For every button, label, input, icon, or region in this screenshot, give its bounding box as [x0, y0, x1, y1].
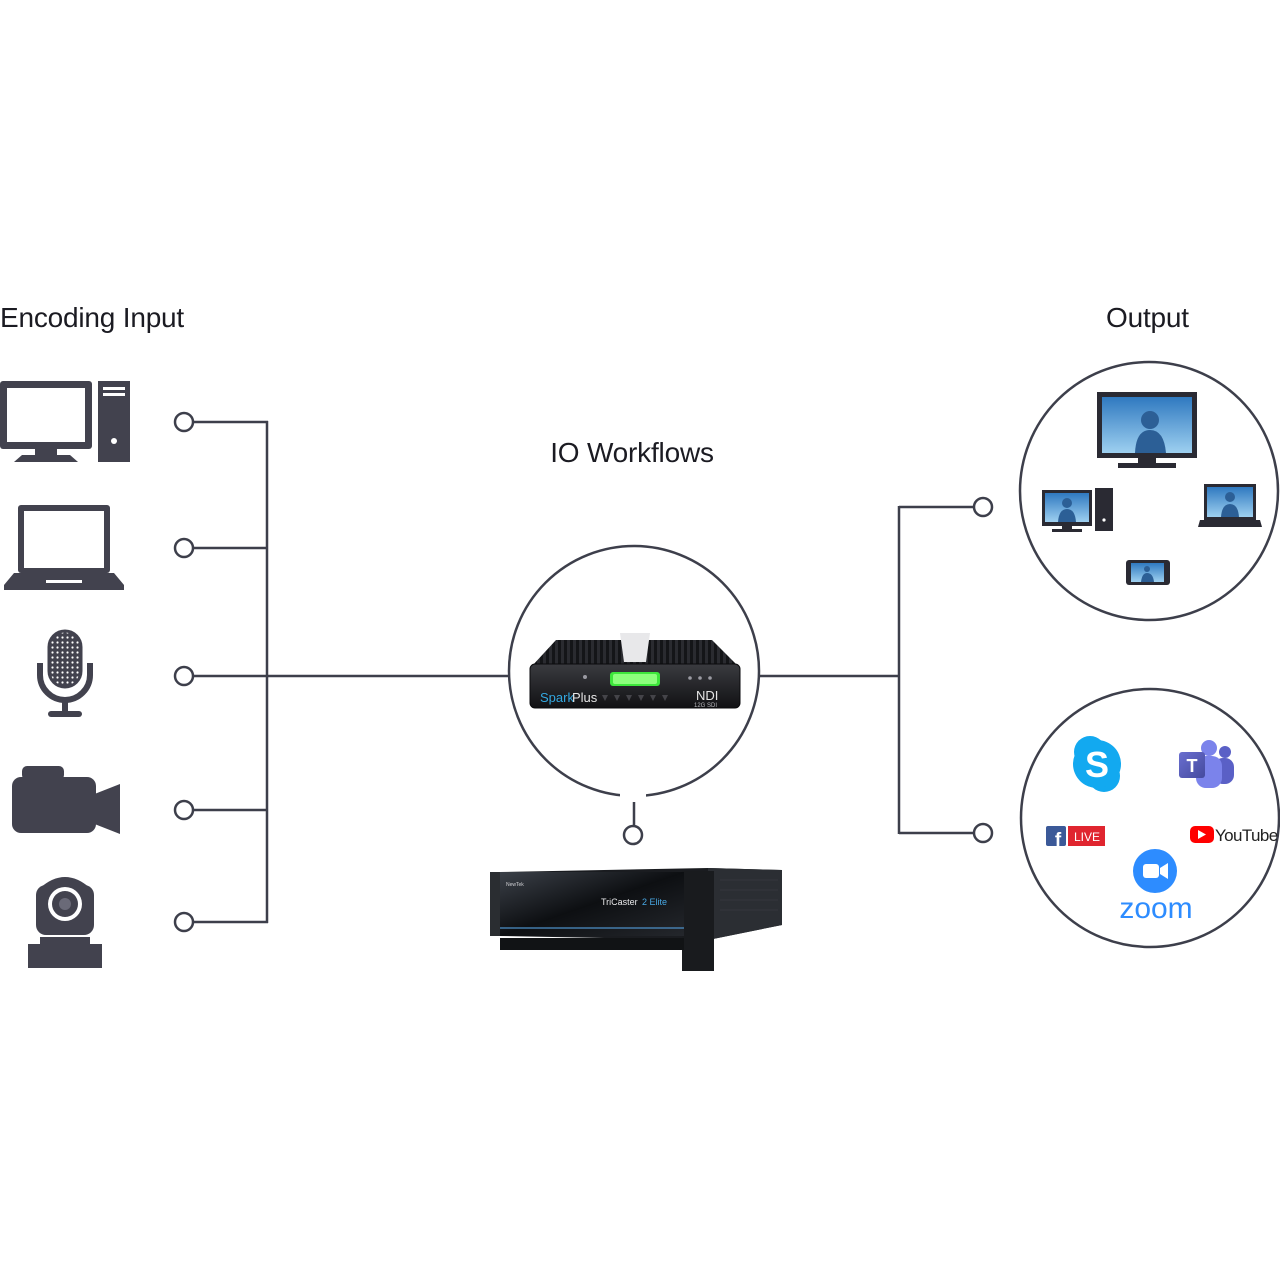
- tricaster-name-label: TriCaster: [601, 897, 638, 907]
- ptz-camera-icon: [28, 877, 102, 968]
- screens-output-group: [1018, 360, 1280, 622]
- youtube-label: YouTube: [1215, 826, 1278, 845]
- teams-icon: T: [1179, 740, 1234, 788]
- connection-nodes: [173, 411, 994, 933]
- encoder-brand-label: Spark: [540, 690, 574, 705]
- platforms-output-group: S T f LIVE YouTube zoom: [1019, 687, 1280, 949]
- svg-text:T: T: [1187, 756, 1198, 776]
- svg-text:S: S: [1085, 744, 1109, 785]
- encoder-ndi-label: NDI: [696, 688, 718, 703]
- tricaster-device: TriCaster 2 Elite NewTek: [490, 868, 782, 971]
- youtube-icon: YouTube: [1190, 826, 1278, 845]
- zoom-icon: zoom: [1119, 849, 1193, 925]
- desktop-computer-icon: [0, 381, 130, 462]
- laptop-icon: [4, 505, 124, 590]
- video-camera-icon: [12, 766, 120, 834]
- encoding-input-heading: Encoding Input: [0, 302, 185, 333]
- microphone-icon: [37, 629, 93, 717]
- monitor-icon: [1097, 392, 1197, 468]
- encoder-ndi-sub: 12G SDI: [694, 703, 717, 709]
- zoom-label: zoom: [1119, 892, 1192, 925]
- output-heading: Output: [1106, 302, 1189, 333]
- smartphone-icon: [1126, 560, 1170, 585]
- skype-icon: S: [1073, 736, 1121, 792]
- svg-text:f: f: [1055, 830, 1062, 851]
- io-workflows-heading: IO Workflows: [550, 437, 714, 468]
- encoder-device: Spark Plus NDI 12G SDI: [507, 544, 761, 802]
- facebook-live-label: LIVE: [1074, 830, 1100, 844]
- desktop-computer-icon: [1042, 488, 1113, 532]
- facebook-live-icon: f LIVE: [1046, 826, 1105, 851]
- tricaster-maker-label: NewTek: [506, 882, 524, 888]
- laptop-icon: [1198, 484, 1262, 527]
- tricaster-model-label: 2 Elite: [642, 897, 667, 907]
- encoder-brand-suffix: Plus: [572, 690, 598, 705]
